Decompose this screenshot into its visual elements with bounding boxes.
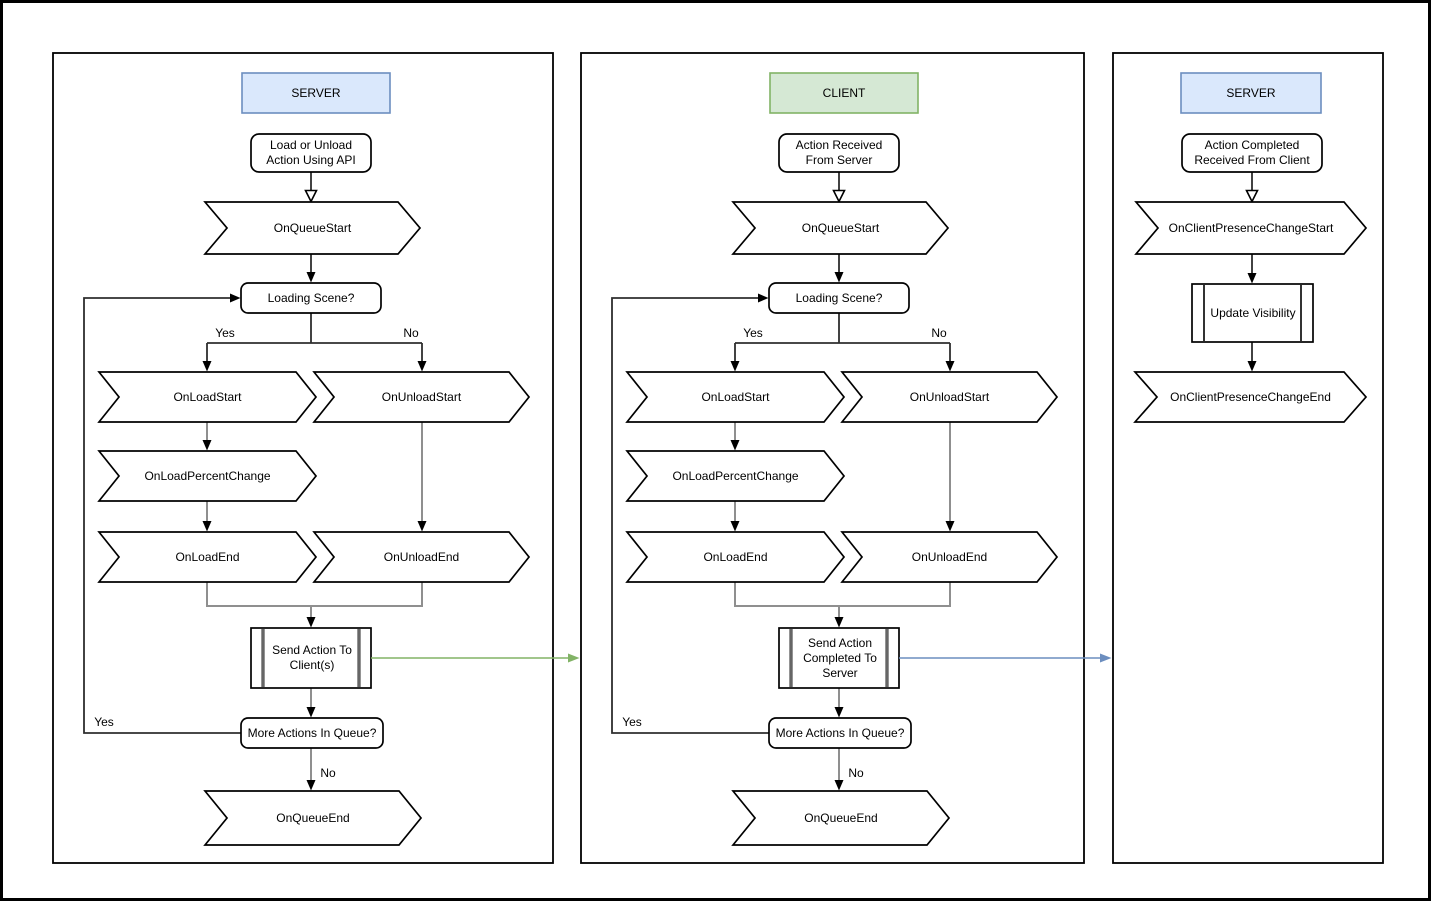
p3-presence-end-step (1133, 371, 1368, 423)
p3-presence-start-step (1134, 201, 1368, 255)
p2-loading-scene-label: Loading Scene? (795, 290, 883, 305)
p2-more-actions-label: More Actions In Queue? (775, 725, 905, 740)
p1-onqueuestart-label: OnQueueStart (273, 220, 352, 235)
p2-onunloadstart-label: OnUnloadStart (909, 389, 990, 404)
panel-3-header (1180, 72, 1322, 114)
p3-start-node (1181, 133, 1323, 173)
p1-open-arrowhead (304, 189, 318, 204)
p2-onunloadend-label: OnUnloadEnd (911, 549, 988, 564)
p2-onloadend-step (625, 531, 846, 583)
p1-onqueuestart-step (203, 201, 422, 255)
p2-branch-yes-label: Yes (743, 325, 763, 340)
flowchart-svg (52, 52, 1384, 864)
p2-header-label: CLIENT (822, 85, 866, 100)
panel-2-border (580, 52, 1085, 864)
p2-onloadend-label: OnLoadEnd (703, 549, 768, 564)
p1-branch-yes-label: Yes (215, 325, 235, 340)
p3-update-visibility-label: Update Visibility (1210, 305, 1296, 320)
panel-2-flow (611, 133, 1059, 846)
panel-1-flow (83, 133, 531, 846)
p1-start-node (250, 133, 372, 173)
p2-onqueueend-step (731, 790, 951, 846)
p1-more-actions-node (240, 717, 384, 749)
p1-onqueueend-step (203, 790, 423, 846)
p3-presence-end-label: OnClientPresenceChangeEnd (1170, 389, 1331, 404)
p2-onunloadstart-step (840, 371, 1059, 423)
p1-more-actions-label: More Actions In Queue? (247, 725, 377, 740)
p1-onloadstart-label: OnLoadStart (173, 389, 242, 404)
p2-onqueuestart-label: OnQueueStart (801, 220, 880, 235)
p3-update-visibility-subroutine (1191, 283, 1314, 343)
panel-3-border (1112, 52, 1384, 864)
p1-onunloadstart-step (312, 371, 531, 423)
p1-exit-no-label: No (320, 765, 336, 780)
p2-onloadstart-step (625, 371, 846, 423)
panel-3-flow (1133, 133, 1368, 423)
p3-presence-start-label: OnClientPresenceChangeStart (1168, 220, 1334, 235)
p1-loading-scene-label: Loading Scene? (267, 290, 355, 305)
p1-onqueueend-label: OnQueueEnd (276, 810, 350, 825)
p1-start-label: Load or Unload Action Using API (266, 138, 356, 167)
server-to-client-connector (371, 653, 580, 663)
p2-send-action-label: Send Action Completed To Server (803, 635, 877, 680)
p1-onloadpercent-label: OnLoadPercentChange (144, 468, 271, 483)
p2-branch-no-label: No (931, 325, 947, 340)
client-to-server-arrowhead (1100, 653, 1112, 663)
p1-header-label: SERVER (291, 85, 341, 100)
p1-onloadstart-step (97, 371, 318, 423)
p3-header-label: SERVER (1226, 85, 1276, 100)
p2-open-arrowhead (832, 189, 846, 204)
panel-2-header (769, 72, 919, 114)
p3-open-arrowhead (1245, 189, 1259, 204)
p2-start-label: Action Received From Server (795, 138, 883, 167)
p3-start-label: Action Completed Received From Client (1194, 138, 1310, 167)
p2-more-actions-node (768, 717, 912, 749)
p2-start-node (778, 133, 900, 173)
p1-onunloadend-label: OnUnloadEnd (383, 549, 460, 564)
p2-send-action-subroutine (778, 627, 900, 689)
p2-loading-scene-node (768, 282, 910, 314)
p2-onqueueend-label: OnQueueEnd (804, 810, 878, 825)
p2-onunloadend-step (840, 531, 1059, 583)
panel-1-border (52, 52, 554, 864)
p2-exit-no-label: No (848, 765, 864, 780)
p2-loop-back-edge (611, 297, 769, 734)
p1-onloadend-label: OnLoadEnd (175, 549, 240, 564)
p1-send-action-subroutine (250, 627, 372, 689)
p2-loop-yes-label: Yes (622, 714, 642, 729)
p1-onloadend-step (97, 531, 318, 583)
p1-loop-yes-label: Yes (94, 714, 114, 729)
p2-onloadpercentchange-step (625, 450, 846, 502)
server-to-client-arrowhead (568, 653, 580, 663)
panel-1-header (241, 72, 391, 114)
p2-onqueuestart-step (731, 201, 950, 255)
p1-onloadpercentchange-step (97, 450, 318, 502)
p2-onloadstart-label: OnLoadStart (701, 389, 770, 404)
p1-onunloadend-step (312, 531, 531, 583)
p1-loading-scene-node (240, 282, 382, 314)
p2-onloadpercent-label: OnLoadPercentChange (672, 468, 799, 483)
p1-onunloadstart-label: OnUnloadStart (381, 389, 462, 404)
p1-send-action-label: Send Action To Client(s) (272, 643, 352, 672)
p1-loop-back-edge (83, 297, 241, 734)
p1-branch-no-label: No (403, 325, 419, 340)
client-to-server-connector (899, 653, 1112, 663)
